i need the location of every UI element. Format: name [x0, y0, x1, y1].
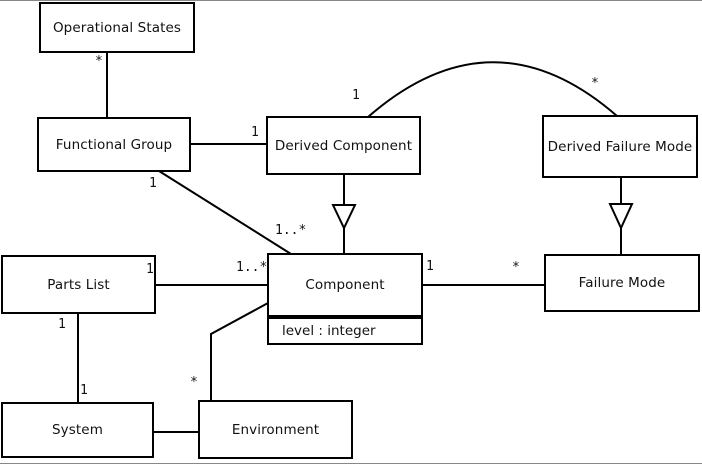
class-name-functional-group: Functional Group [55, 136, 173, 153]
multiplicity-parts-list-system-top: 1 [58, 317, 66, 332]
class-name-parts-list: Parts List [47, 276, 110, 293]
class-name-component: Component [305, 277, 385, 293]
class-box-system[interactable]: System [1, 402, 154, 458]
generalization-triangle-failure-mode [608, 203, 634, 231]
edge-environment-component [210, 302, 269, 400]
edge-derived-component-derived-failure-mode-arc [367, 61, 618, 118]
attribute-level-integer: level : integer [282, 323, 376, 339]
class-name-failure-mode: Failure Mode [578, 275, 666, 291]
multiplicity-parts-list-end: 1 [146, 262, 154, 277]
multiplicity-operational-states-end: * [95, 54, 103, 69]
class-box-parts-list[interactable]: Parts List [1, 255, 156, 314]
class-box-derived-failure-mode[interactable]: Derived Failure Mode [542, 115, 698, 178]
class-box-component[interactable]: Component [267, 253, 423, 317]
multiplicity-failure-mode-end: * [512, 260, 520, 275]
multiplicity-arc-derived-failure-mode-end: * [591, 76, 599, 91]
class-box-failure-mode[interactable]: Failure Mode [544, 254, 700, 312]
class-attributes-component[interactable]: level : integer [267, 317, 423, 345]
multiplicity-arc-derived-component-end: 1 [352, 88, 360, 103]
screen-edge-top [0, 0, 702, 1]
multiplicity-environment-end: * [190, 375, 198, 390]
class-name-environment: Environment [231, 421, 320, 438]
multiplicity-derived-component-end: 1 [251, 125, 259, 140]
class-name-operational-states: Operational States [52, 19, 182, 36]
class-name-derived-failure-mode: Derived Failure Mode [547, 138, 693, 155]
class-box-functional-group[interactable]: Functional Group [37, 117, 191, 172]
multiplicity-parts-list-system-bottom: 1 [80, 383, 88, 398]
generalization-triangle-component [331, 204, 357, 231]
class-name-derived-component: Derived Component [274, 137, 413, 154]
multiplicity-functional-group-end: 1 [149, 176, 157, 191]
edge-functional-group-component [158, 170, 292, 255]
multiplicity-component-end-from-functional-group: 1..* [275, 223, 307, 238]
class-box-environment[interactable]: Environment [198, 400, 353, 459]
class-name-system: System [52, 422, 103, 438]
multiplicity-component-end-to-failure-mode: 1 [426, 259, 434, 274]
class-box-derived-component[interactable]: Derived Component [266, 116, 421, 175]
class-box-operational-states[interactable]: Operational States [39, 2, 195, 53]
multiplicity-component-end-from-parts-list: 1..* [236, 260, 268, 275]
